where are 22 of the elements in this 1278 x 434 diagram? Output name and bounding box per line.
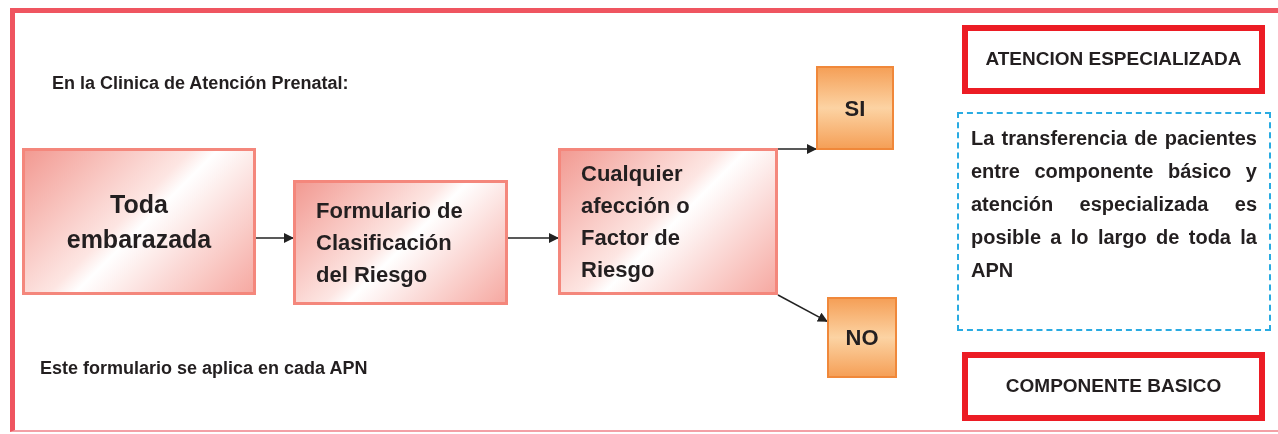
node-text: NO: [845, 324, 879, 352]
node-text: Cualquier afección o Factor de Riesgo: [581, 159, 691, 284]
note-box: [957, 112, 1271, 331]
node-text: Toda embarazada: [65, 188, 213, 255]
node-text: Formulario de Clasificación del Riesgo: [316, 196, 464, 289]
node-text: COMPONENTE BASICO: [1005, 374, 1222, 399]
note-text: En la Clinica de Atención Prenatal:: [52, 72, 349, 95]
node-text: SI: [844, 94, 866, 123]
outcome-box: [816, 66, 894, 150]
outcome-box: [827, 297, 897, 378]
note-text: Este formulario se aplica en cada APN: [40, 357, 368, 380]
node-text: La transferencia de pacientes entre componente básico y atención especializada es posible a lo largo de toda la APN: [971, 127, 1257, 281]
decision-box: [558, 148, 778, 295]
category-box: [962, 25, 1265, 94]
category-box: [962, 352, 1265, 421]
process-box: [22, 148, 256, 295]
arrow: [777, 294, 828, 323]
node-text: ATENCION ESPECIALIZADA: [985, 47, 1242, 72]
arrow: [777, 144, 817, 154]
arrow: [507, 233, 559, 243]
process-box: [293, 180, 508, 305]
arrow: [255, 233, 294, 243]
